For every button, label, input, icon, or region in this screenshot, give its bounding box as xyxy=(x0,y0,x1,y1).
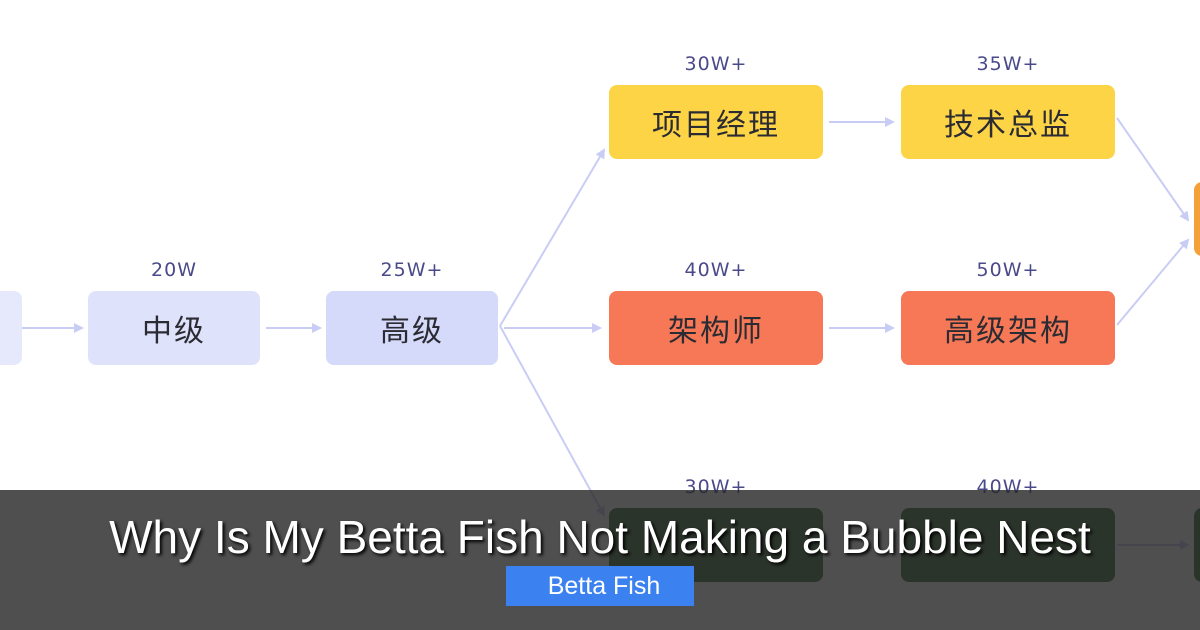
node-gaoji: 高级 xyxy=(326,291,498,365)
edge-arrow xyxy=(499,148,606,327)
node-jiagoushi: 架构师 xyxy=(609,291,823,365)
salary-label: 20W xyxy=(151,259,197,281)
node-label: 技术总监 xyxy=(944,108,1072,143)
node-label: 高级架构 xyxy=(944,314,1072,349)
node-label: 项目经理 xyxy=(652,108,780,143)
node-gaojijiagou: 高级架构 xyxy=(901,291,1115,365)
node-xiangmujingli: 项目经理 xyxy=(609,85,823,159)
article-title[interactable]: Why Is My Betta Fish Not Making a Bubble… xyxy=(109,511,1091,563)
category-badge-label: Betta Fish xyxy=(547,571,661,600)
node-zhongji: 中级 xyxy=(88,291,260,365)
edge-arrow xyxy=(1116,117,1190,222)
node-partial-right-top xyxy=(1194,182,1200,256)
node-label: 中级 xyxy=(142,314,206,349)
node-label: 高级 xyxy=(380,314,444,349)
salary-label: 40W+ xyxy=(684,259,748,281)
category-badge[interactable]: Betta Fish xyxy=(506,566,694,606)
edge-arrow xyxy=(1116,238,1190,326)
salary-label: 30W+ xyxy=(684,53,748,75)
caption-overlay xyxy=(0,490,1200,630)
edge-arrow xyxy=(499,325,605,517)
salary-label: 25W+ xyxy=(380,259,444,281)
salary-label: 50W+ xyxy=(976,259,1040,281)
node-label: 架构师 xyxy=(668,314,764,349)
node-partial-left xyxy=(0,291,22,365)
node-jishuzongjian: 技术总监 xyxy=(901,85,1115,159)
salary-label: 35W+ xyxy=(976,53,1040,75)
